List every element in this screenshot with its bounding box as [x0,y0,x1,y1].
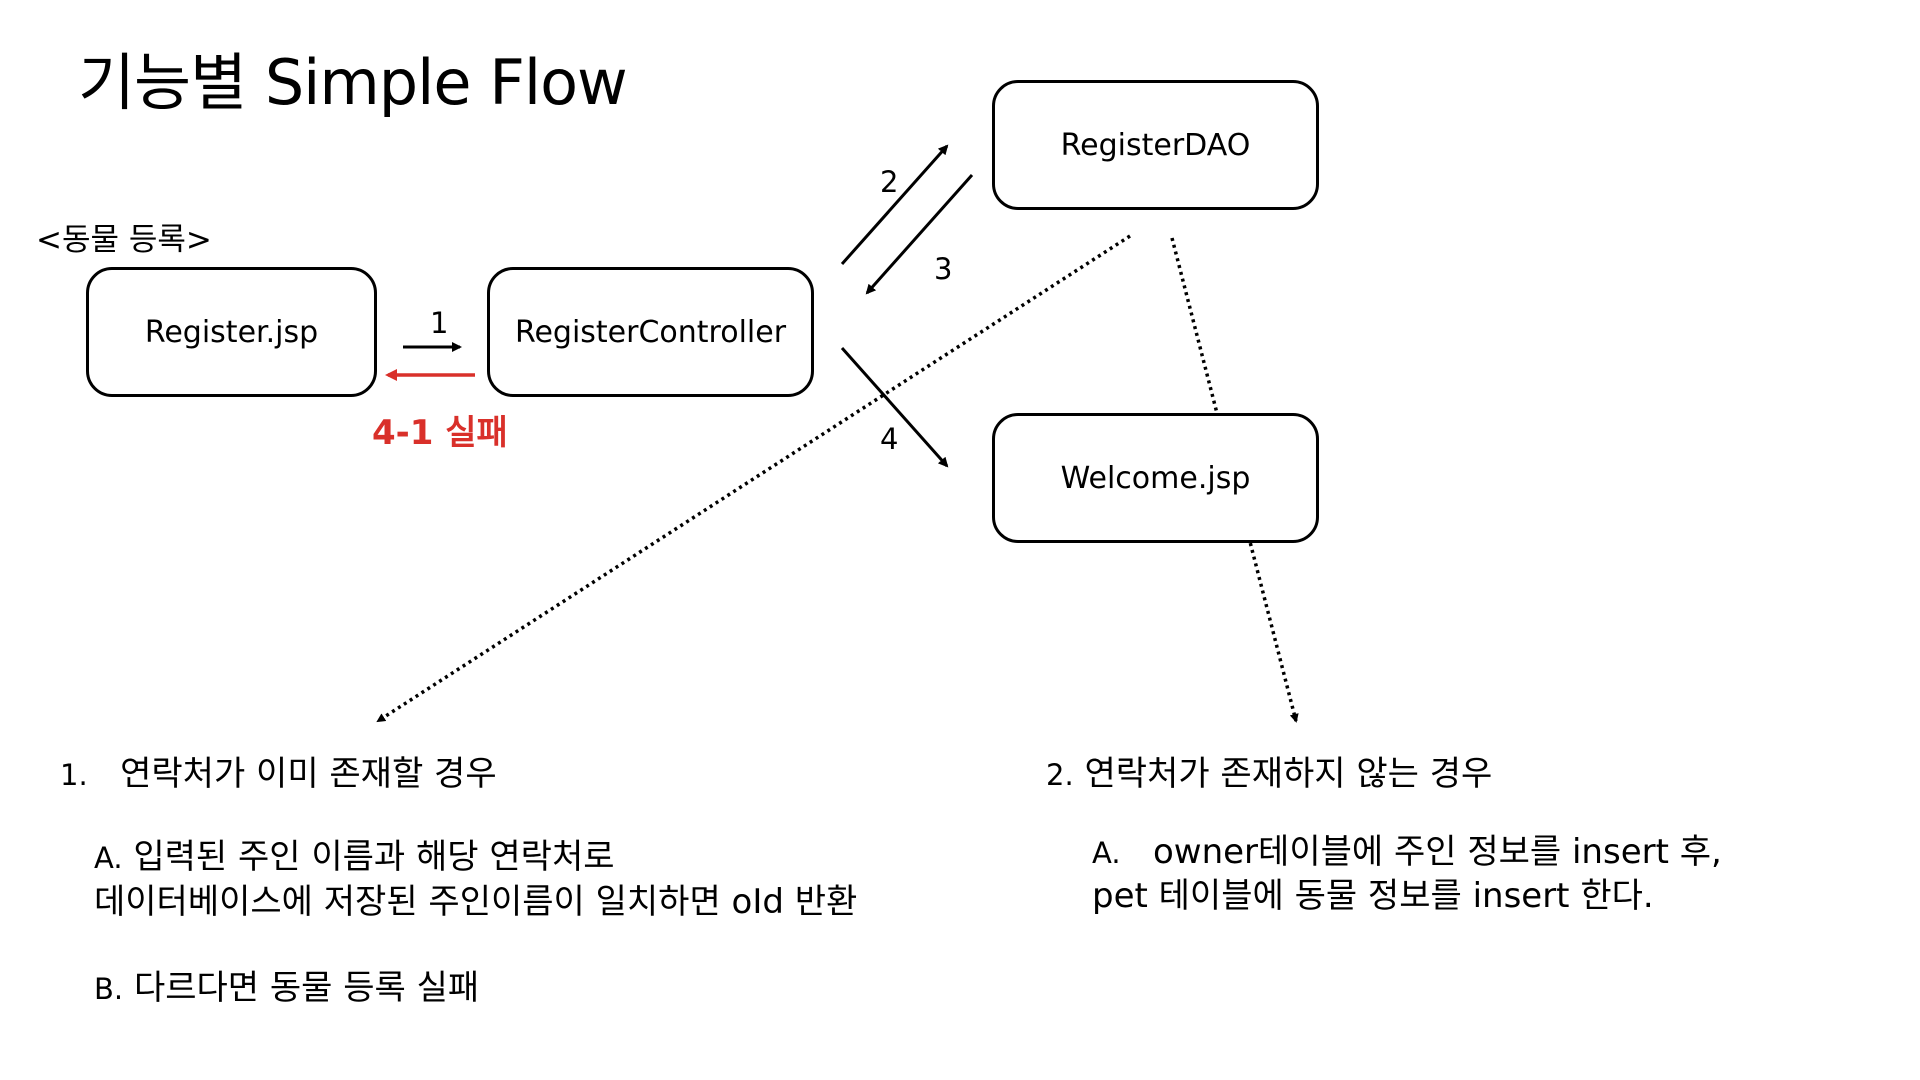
case1-a-line1: A. 입력된 주인 이름과 해당 연락처로 [94,835,615,881]
case1-heading-text: 연락처가 이미 존재할 경우 [120,754,497,794]
node-welcome-jsp: Welcome.jsp [992,413,1319,543]
node-register-controller: RegisterController [487,267,814,397]
node-register-jsp: Register.jsp [86,267,377,397]
case2-heading: 2. 연락처가 존재하지 않는 경우 [1046,752,1492,798]
case2-marker: 2. [1046,758,1074,792]
edge-2-arrow [840,144,949,265]
case1-a-line2: 데이터베이스에 저장된 주인이름이 일치하면 oId 반환 [94,882,858,922]
node-register-dao-label: RegisterDAO [1060,127,1251,163]
edge-3-arrow [865,174,974,295]
case2-a-line1-text: owner테이블에 주인 정보를 insert 후, [1152,832,1722,872]
edge-4-arrow [840,347,949,468]
node-welcome-jsp-label: Welcome.jsp [1060,460,1251,496]
page-title: 기능별 Simple Flow [78,46,628,119]
edge-4-1-label: 4-1 실패 [372,413,508,453]
section-label: <동물 등록> [36,222,212,258]
node-register-dao: RegisterDAO [992,80,1319,210]
edge-2-label: 2 [880,165,899,199]
case1-heading: 1. 연락처가 이미 존재할 경우 [60,752,497,798]
case2-a-line1: A. owner테이블에 주인 정보를 insert 후, [1092,830,1722,876]
case1-b: B. 다르다면 동물 등록 실패 [94,966,479,1012]
case2-heading-text: 연락처가 존재하지 않는 경우 [1084,754,1493,794]
edge-3-label: 3 [934,252,953,286]
case1-marker: 1. [60,758,88,792]
edge-1-label: 1 [430,306,449,340]
case1-b-marker: B. [94,972,124,1006]
node-register-jsp-label: Register.jsp [144,314,319,350]
node-register-controller-label: RegisterController [514,314,787,350]
case2-a-line2: pet 테이블에 동물 정보를 insert 한다. [1092,876,1654,916]
case1-a-marker: A. [94,841,123,875]
dotted-leader-case1 [376,234,1131,723]
edge-4-label: 4 [880,422,899,456]
case1-b-text: 다르다면 동물 등록 실패 [133,968,480,1008]
case1-a-line1-text: 입력된 주인 이름과 해당 연락처로 [133,837,615,877]
dotted-leader-case2 [1170,237,1299,723]
case2-a-marker: A. [1092,836,1121,870]
